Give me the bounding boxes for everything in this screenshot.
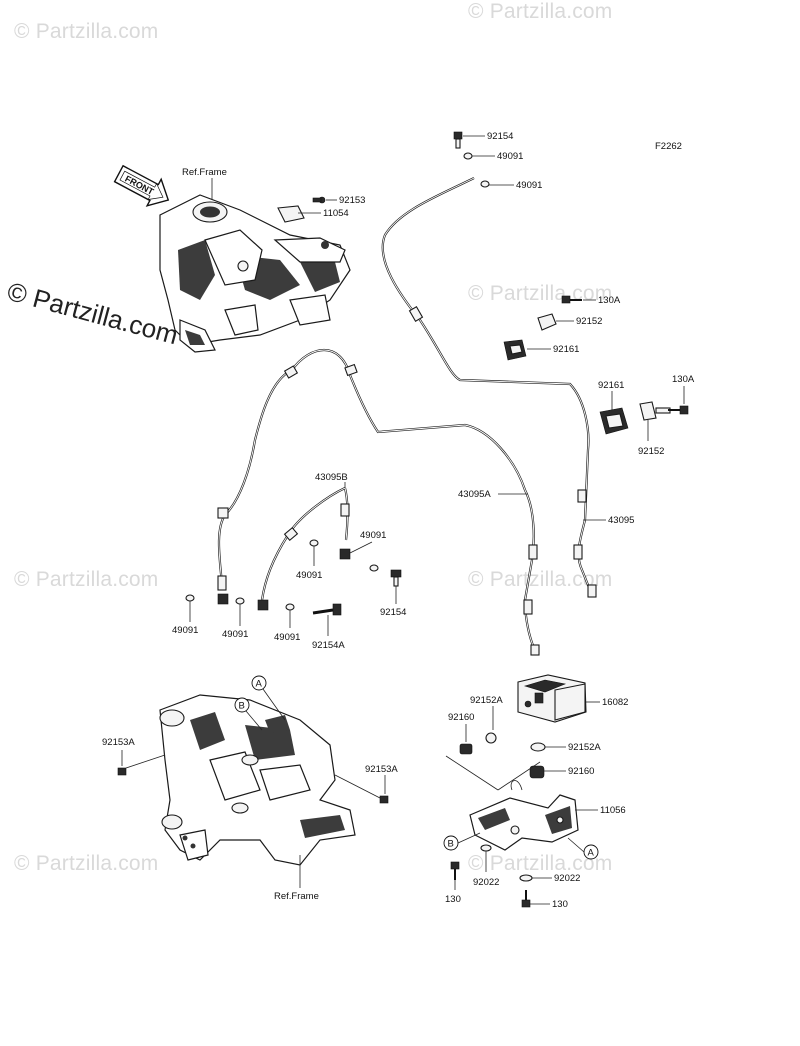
callout-49091: 49091 — [497, 151, 523, 162]
callout-43095b: 43095B — [315, 472, 348, 483]
callout-92154: 92154 — [380, 607, 406, 618]
callout-92022: 92022 — [473, 877, 499, 888]
ref-frame-label: Ref.Frame — [274, 891, 319, 902]
callout-49091: 49091 — [296, 570, 322, 581]
callout-43095: 43095 — [608, 515, 634, 526]
abs-bracket-11056 — [469, 780, 579, 851]
figure-code: F2262 — [655, 141, 682, 152]
abs-hydraulic-unit-16082 — [517, 674, 587, 723]
callout-16082: 16082 — [602, 697, 628, 708]
callout-92152a: 92152A — [470, 695, 503, 706]
watermark: © Partzilla.com — [14, 20, 159, 43]
callout-92160: 92160 — [568, 766, 594, 777]
callout-130a: 130A — [672, 374, 695, 385]
callout-11054: 11054 — [323, 208, 349, 219]
watermark: © Partzilla.com — [14, 568, 159, 591]
callout-92152: 92152 — [576, 316, 602, 327]
watermark: © Partzilla.com — [14, 852, 159, 875]
callout-92152a: 92152A — [568, 742, 601, 753]
marker-b — [234, 697, 250, 713]
marker-a-label: A — [588, 848, 595, 859]
banjo-bolt-92154a — [312, 603, 342, 616]
marker-b-label: B — [448, 839, 454, 850]
callout-92152: 92152 — [638, 446, 664, 457]
callout-92153a: 92153A — [102, 737, 135, 748]
callout-130: 130 — [445, 894, 461, 905]
callout-92153a: 92153A — [365, 764, 398, 775]
front-arrow-icon: FRONT — [113, 164, 170, 207]
callout-92153: 92153 — [339, 195, 365, 206]
callout-49091: 49091 — [222, 629, 248, 640]
callout-92154a: 92154A — [312, 640, 345, 651]
marker-a-label: A — [256, 679, 263, 690]
callout-92022: 92022 — [554, 873, 580, 884]
upper-frame-assembly — [159, 194, 351, 353]
watermark: © Partzilla.com — [468, 568, 613, 591]
callout-49091: 49091 — [274, 632, 300, 643]
banjo-bolt-92154-top — [453, 131, 463, 149]
callout-11056: 11056 — [600, 805, 626, 816]
watermark: © Partzilla.com — [468, 852, 613, 875]
callout-49091: 49091 — [172, 625, 198, 636]
callout-49091: 49091 — [360, 530, 386, 541]
callout-92154: 92154 — [487, 131, 513, 142]
lower-frame-assembly — [159, 694, 356, 866]
callout-43095a: 43095A — [458, 489, 491, 500]
callout-49091: 49091 — [516, 180, 542, 191]
marker-a — [251, 675, 267, 691]
bolt-130a-upper — [561, 295, 582, 304]
callout-130: 130 — [552, 899, 568, 910]
callout-92161: 92161 — [553, 344, 579, 355]
callout-92160: 92160 — [448, 712, 474, 723]
ref-frame-label: Ref.Frame — [182, 167, 227, 178]
callout-92161: 92161 — [598, 380, 624, 391]
watermark: © Partzilla.com — [468, 0, 613, 23]
callout-130a: 130A — [598, 295, 621, 306]
marker-b-label: B — [239, 701, 245, 712]
